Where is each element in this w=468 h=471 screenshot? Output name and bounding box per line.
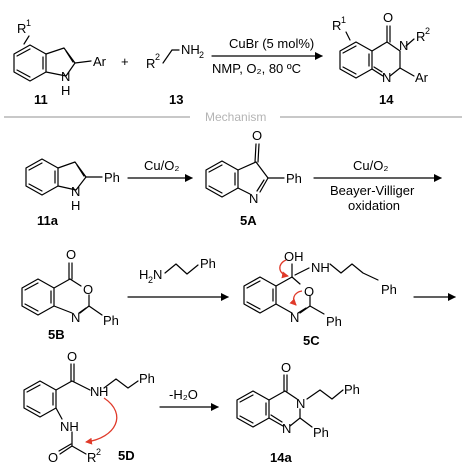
curly-arrow-oh <box>279 259 289 279</box>
diamide-5D-structure: O N H Ph NH O R 2 <box>23 349 155 465</box>
tetrahedral-intermediate-5C-structure: OH NH Ph O N Ph <box>243 249 397 329</box>
11a-ph: Ph <box>104 170 120 185</box>
p14-o: O <box>383 10 393 25</box>
14a-ph-chain: Ph <box>344 382 360 397</box>
curly-arrow-5D <box>85 397 118 445</box>
reagent-h: H <box>139 267 148 282</box>
r2-label: R <box>146 56 155 71</box>
nh2-sub: 2 <box>199 50 204 60</box>
benzoxazinone-5B-structure: O O N Ph <box>21 247 119 328</box>
p14-r1-sup: 1 <box>341 15 346 25</box>
5D-nh: NH <box>60 419 79 434</box>
compound-number-5A: 5A <box>240 213 257 228</box>
compound-number-14: 14 <box>379 92 394 107</box>
14a-n1: N <box>282 421 291 436</box>
5D-r2-sup: 2 <box>96 447 101 457</box>
reagent-n: N <box>153 267 162 282</box>
compound-number-11a: 11a <box>37 213 59 228</box>
row3-reagent: -H₂O <box>169 387 198 402</box>
5B-n: N <box>71 310 80 325</box>
quinazolinone-14-structure: R 1 O N R 2 N Ar <box>332 10 430 85</box>
phenethylamine-reagent: H 2 N Ph <box>139 256 216 285</box>
row1-reagent-1: Cu/O₂ <box>144 158 179 173</box>
mechanism-label: Mechanism <box>205 110 266 124</box>
14a-ph: Ph <box>313 425 329 440</box>
nh-n-label: N <box>61 69 70 84</box>
plus-sign: + <box>121 54 129 69</box>
indole-11a-structure: N H Ph <box>25 158 120 213</box>
14a-n3: N <box>296 396 305 411</box>
5C-nh: NH <box>311 260 330 275</box>
conditions-above: CuBr (5 mol%) <box>229 36 314 51</box>
nh-h-label: H <box>61 83 70 98</box>
row1-reagent-2: Cu/O₂ <box>353 158 388 173</box>
5B-ring-o: O <box>83 282 93 297</box>
5D-acyl-o: O <box>48 450 58 465</box>
11a-n: N <box>71 184 80 199</box>
ar-label: Ar <box>93 54 107 69</box>
compound-number-14a: 14a <box>270 450 292 465</box>
p14-ar: Ar <box>415 70 429 85</box>
r2-sup: 2 <box>155 52 160 62</box>
compound-number-5C: 5C <box>303 333 320 348</box>
5C-ph: Ph <box>326 314 342 329</box>
r1-sup: 1 <box>26 18 31 28</box>
5C-ph-chain: Ph <box>381 282 397 297</box>
curly-arrow-o <box>289 290 303 306</box>
reagent-ph: Ph <box>200 256 216 271</box>
row1-conditions-line1: Beayer-Villiger <box>330 183 415 198</box>
p14-n1: N <box>382 70 391 85</box>
5A-o: O <box>252 128 262 143</box>
5B-carbonyl-o: O <box>66 247 76 262</box>
p14-r2-sup: 2 <box>425 26 430 36</box>
5A-ph: Ph <box>286 171 302 186</box>
5A-n: N <box>249 191 258 206</box>
5C-n: N <box>290 310 299 325</box>
nh2-label: NH <box>181 42 200 57</box>
5B-ph: Ph <box>103 313 119 328</box>
row1-conditions-line2: oxidation <box>348 198 400 213</box>
5D-ph: Ph <box>139 371 155 386</box>
compound-number-5D: 5D <box>118 448 135 463</box>
compound-number-13: 13 <box>169 92 183 107</box>
reagent-h-sub: 2 <box>148 275 153 285</box>
compound-number-5B: 5B <box>48 327 65 342</box>
14a-o: O <box>281 360 291 375</box>
5C-ring-o: O <box>304 284 314 299</box>
5D-carbonyl-o: O <box>67 349 77 364</box>
5D-amide-h: H <box>99 384 108 399</box>
p14-n3: N <box>399 38 408 53</box>
p14-r1: R <box>332 18 341 33</box>
11a-h: H <box>71 198 80 213</box>
compound-number-11: 11 <box>34 92 48 107</box>
5D-r2: R <box>87 450 96 465</box>
r1-label: R <box>17 21 26 36</box>
p14-r2: R <box>416 29 425 44</box>
5D-amide-n: N <box>90 384 99 399</box>
quinazolinone-14a-structure: O N Ph N Ph <box>236 360 360 440</box>
indole-11-structure: R 1 Ar N H <box>13 18 107 98</box>
amine-13-structure: R 2 NH 2 <box>146 42 204 71</box>
conditions-below: NMP, O₂, 80 ºC <box>212 61 301 76</box>
5C-oh: OH <box>284 249 304 264</box>
indolone-5A-structure: O N Ph <box>205 128 302 206</box>
